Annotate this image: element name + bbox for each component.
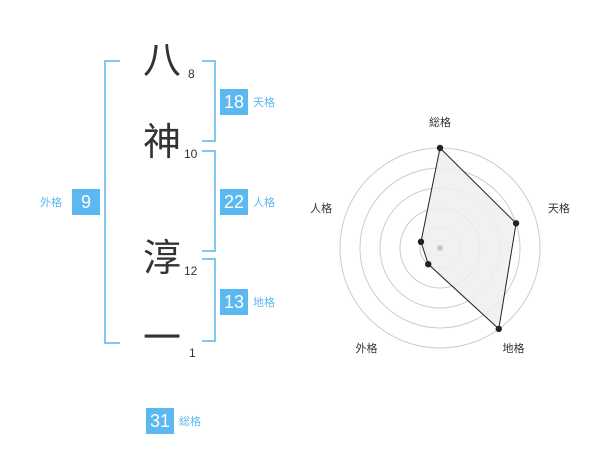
soukaku-label: 総格 <box>179 415 201 428</box>
name-char-2: 神 <box>142 120 181 164</box>
jinkaku-value: 22 <box>220 189 248 215</box>
radar-point-5 <box>417 238 425 246</box>
radar-axis-label-3: 地格 <box>502 342 525 356</box>
radar-point-4 <box>425 260 432 268</box>
jinkaku-label: 人格 <box>253 196 275 209</box>
chikaku-bracket <box>202 258 216 342</box>
radar-point-2 <box>512 220 520 227</box>
radar-series-polygon <box>420 146 517 330</box>
radar-axis-label-5: 人格 <box>310 202 333 216</box>
tenkaku-value: 18 <box>220 89 248 115</box>
stroke-count-4: 1 <box>189 346 196 360</box>
soukaku-value: 31 <box>146 408 174 434</box>
chikaku-label: 地格 <box>253 296 275 309</box>
radar-axis-label-2: 天格 <box>547 202 570 216</box>
radar-axis-label-1: 総格 <box>429 116 451 129</box>
name-char-1: 八 <box>142 38 181 82</box>
stroke-count-2: 10 <box>184 147 198 161</box>
gaikaku-bracket <box>104 60 120 344</box>
gaikaku-value: 9 <box>72 189 100 215</box>
tenkaku-label: 天格 <box>253 96 275 109</box>
name-char-3: 淳 <box>142 236 181 280</box>
tenkaku-bracket <box>202 60 216 142</box>
jinkaku-bracket <box>202 150 216 252</box>
radar-point-3 <box>495 325 502 333</box>
radar-center-dot <box>437 245 443 251</box>
chikaku-value: 13 <box>220 289 248 315</box>
radar-point-1 <box>436 144 444 152</box>
stroke-count-3: 12 <box>184 264 198 278</box>
stroke-count-1: 8 <box>188 67 195 81</box>
gaikaku-label: 外格 <box>40 196 62 209</box>
radar-axis-label-4: 外格 <box>355 342 378 356</box>
name-char-4: 一 <box>142 316 181 360</box>
